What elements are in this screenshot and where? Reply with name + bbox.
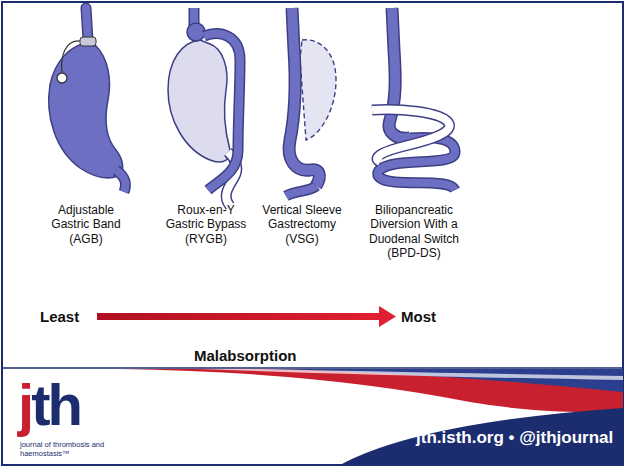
axis-label: Malabsorption bbox=[194, 347, 297, 365]
banner-swoosh bbox=[120, 369, 623, 465]
scale-end-label: Least bbox=[40, 308, 79, 326]
sleeve-stomach bbox=[286, 8, 336, 196]
gastric-bypass-stomach bbox=[168, 8, 240, 206]
malabsorption-arrow bbox=[97, 306, 396, 327]
procedure-label: Adjustable Gastric Band (AGB) bbox=[43, 203, 129, 246]
scale-end-label: Most bbox=[401, 308, 436, 326]
journal-name: journal of thrombosis and haemostasis™ bbox=[20, 441, 120, 458]
journal-url: jth.isth.org • @jthjournal bbox=[416, 428, 613, 448]
duodenal-switch-stomach bbox=[372, 8, 455, 190]
journal-logo: jth bbox=[18, 376, 80, 434]
procedure-label: Vertical Sleeve Gastrectomy (VSG) bbox=[254, 203, 350, 246]
panel-divider bbox=[2, 367, 623, 369]
procedure-label: Roux-en-Y Gastric Bypass (RYGB) bbox=[158, 203, 254, 246]
gastric-band-stomach bbox=[49, 8, 126, 192]
procedure-label: Biliopancreatic Diversion With a Duodena… bbox=[362, 203, 466, 261]
